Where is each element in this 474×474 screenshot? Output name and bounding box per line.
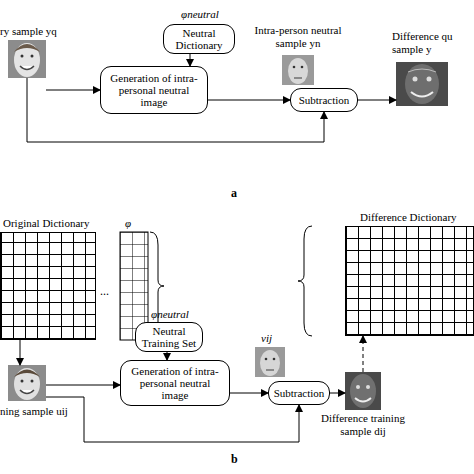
face-image: ry sample yq [8,40,46,78]
face-image: Difference training sample dij [345,372,381,410]
caption-text: Difference Dictionary [360,211,474,224]
arrow-connector [20,340,21,365]
face-image [255,347,285,377]
process-box: Generation of intra-personal neutral ima… [100,66,208,114]
dictionary-grid: Original Dictionaryφ [0,232,96,340]
caption-text: Difference qu sample y [392,30,472,56]
face-image [8,40,46,78]
face-image [8,365,46,401]
arrow-connector [330,393,345,394]
caption-text: Intra-person neutral sample yn [252,24,344,50]
node-text: Neutral Dictionary [168,27,230,51]
caption-text: φneutral [170,8,230,21]
caption-text: ry sample yq [0,25,80,38]
arrow-connector [190,54,191,66]
arrow-connector [208,100,290,101]
face-image: ning sample uij [8,365,46,401]
dictionary-grid: Difference Dictionary [345,226,474,336]
node-text: Subtraction [274,387,325,399]
panel-letter: b [231,452,238,467]
caption-text: Original Dictionary [3,217,113,230]
face-image [282,55,314,85]
dataset-box: φneutralNeutral Training Set [135,322,203,352]
caption-text: ning sample uij [0,405,80,418]
process-box: Subtraction [290,88,358,112]
dictionary-box: φneutralNeutral Dictionary [163,24,235,54]
face-image [396,62,448,106]
arrow-connector [167,352,168,360]
arrow-connector [358,100,396,101]
arrow-connector [230,393,268,394]
brace [298,226,312,336]
arrow-connector [363,336,364,372]
face-image: Difference qu sample y [396,62,448,106]
face-image: Intra-person neutral sample yn [282,55,314,85]
caption-text: φneutral [136,308,204,321]
node-text: Generation of intra-personal neutral ima… [105,72,203,108]
node-text: Subtraction [299,94,350,106]
arrow-connector [46,385,120,386]
face-image [345,372,381,410]
ellipsis: ... [100,284,109,299]
process-box: Subtraction [268,381,330,405]
caption-text: Difference training sample dij [315,412,411,438]
panel-letter: a [231,186,237,201]
face-image: vij [255,347,285,377]
caption-text: vij [261,332,291,345]
caption-text: φ [125,217,145,230]
node-text: Neutral Training Set [140,325,198,349]
node-text: Generation of intra-personal neutral ima… [125,365,225,401]
arrow-connector [46,90,100,91]
process-box: Generation of intra-personal neutral ima… [120,360,230,406]
